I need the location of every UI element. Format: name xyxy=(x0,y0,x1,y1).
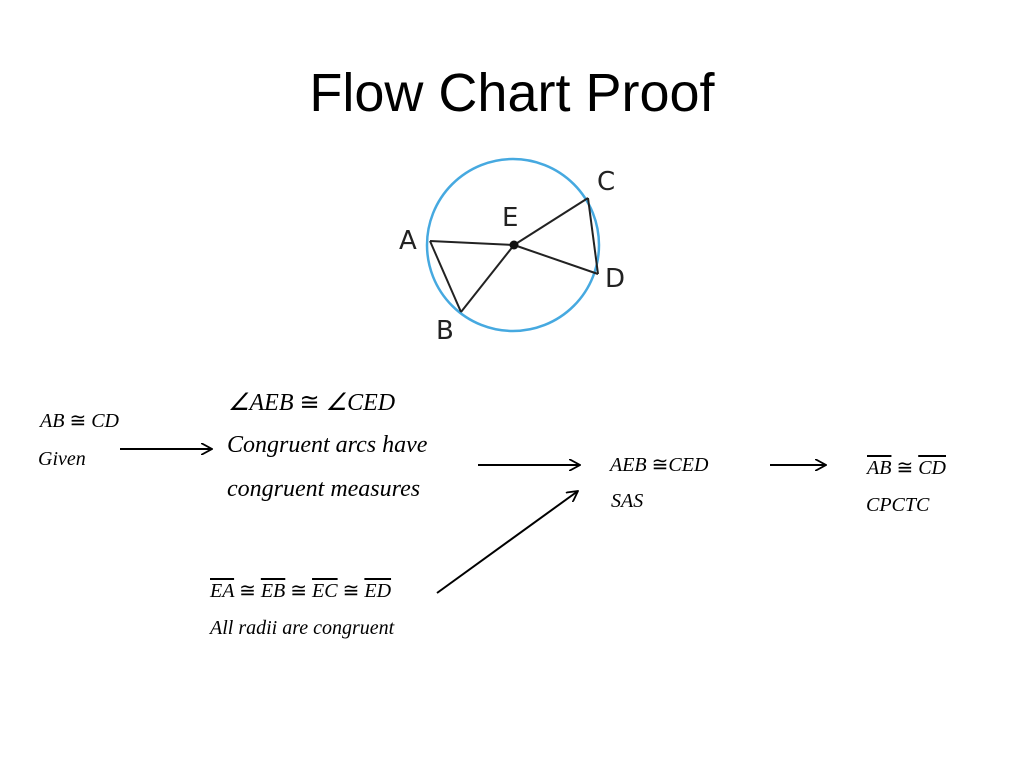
page-title: Flow Chart Proof xyxy=(309,63,715,123)
segment-ec-label: EC xyxy=(312,580,338,602)
segment-be xyxy=(460,244,515,313)
angles-statement: ∠AEB ≅ ∠CED xyxy=(228,388,395,417)
angle-ced-label: ∠CED xyxy=(325,390,396,416)
segment-ab xyxy=(429,240,462,313)
segment-cd-label: CD xyxy=(91,410,119,432)
segment-eb-label: EB xyxy=(260,580,286,602)
triangle-ced-label: CED xyxy=(668,454,709,476)
congruent-symbol: ≅ xyxy=(290,580,308,602)
point-label-d: D xyxy=(605,264,626,294)
point-label-b: B xyxy=(436,316,454,346)
center-point-e xyxy=(509,240,519,250)
congruent-symbol: ≅ xyxy=(896,457,914,479)
congruent-symbol: ≅ xyxy=(239,580,256,602)
congruent-symbol: ≅ xyxy=(651,454,669,476)
segment-cd xyxy=(587,197,599,275)
triangle-aeb-label: AEB xyxy=(610,454,647,476)
segment-ed-label: ED xyxy=(364,580,392,602)
segment-ed xyxy=(513,244,599,275)
given-reason: Given xyxy=(38,448,86,470)
point-label-a: A xyxy=(399,226,417,256)
point-label-c: C xyxy=(597,167,616,197)
triangles-reason: SAS xyxy=(611,490,644,512)
given-statement: AB ≅ CD xyxy=(40,408,119,433)
congruent-symbol: ≅ xyxy=(299,390,320,416)
segment-ab-label: AB xyxy=(867,457,892,479)
radii-statement: EA ≅ EB ≅ EC ≅ ED xyxy=(210,578,391,603)
segment-ae xyxy=(429,240,515,246)
segment-ab-label: AB xyxy=(40,410,65,432)
congruent-symbol: ≅ xyxy=(342,580,360,602)
conclusion-statement: AB ≅ CD xyxy=(867,455,946,480)
segment-ec xyxy=(513,197,589,246)
segment-ea-label: EA xyxy=(210,580,235,602)
triangles-statement: AEB ≅CED xyxy=(610,452,708,477)
radii-reason: All radii are congruent xyxy=(210,617,395,639)
angles-reason-line-1: Congruent arcs have xyxy=(227,432,428,458)
angles-reason-line-2: congruent measures xyxy=(227,476,421,502)
arrow-radii-to-triangles xyxy=(436,491,578,594)
conclusion-reason: CPCTC xyxy=(866,494,930,516)
angle-aeb-label: ∠AEB xyxy=(228,390,294,416)
congruent-symbol: ≅ xyxy=(69,410,87,432)
segment-cd-label: CD xyxy=(918,457,946,479)
circle xyxy=(425,157,601,333)
point-label-e: E xyxy=(502,203,519,233)
